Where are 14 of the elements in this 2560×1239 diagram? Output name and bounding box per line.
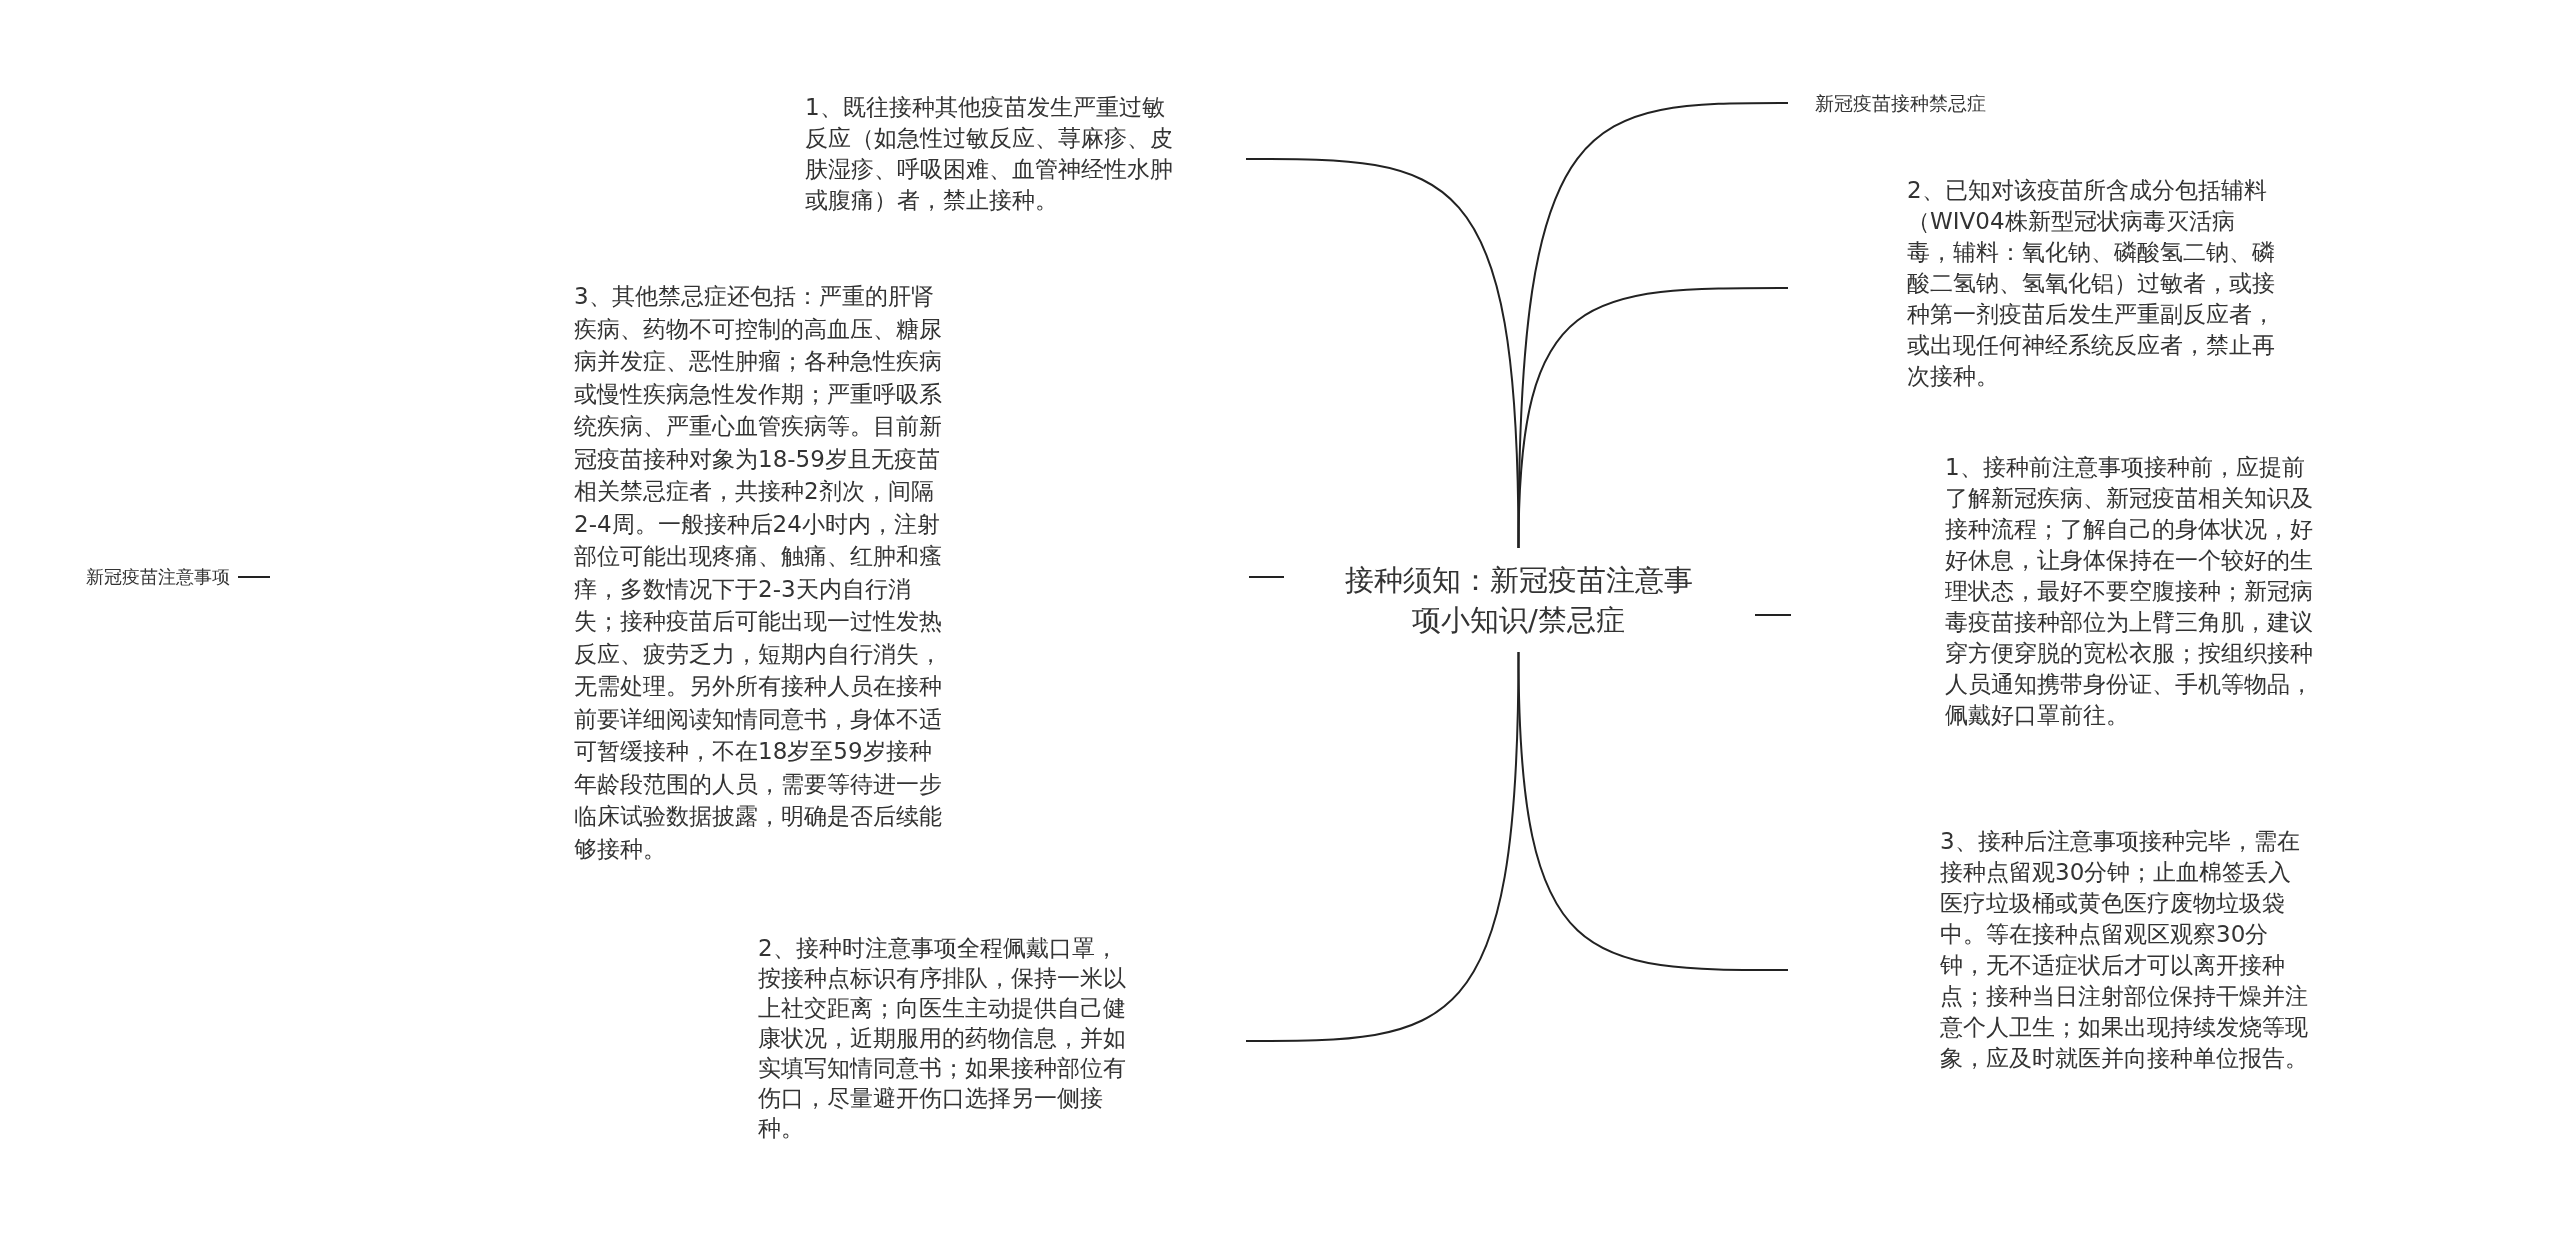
connector-curve — [1517, 102, 1789, 549]
topic-text: 2、接种时注意事项全程佩戴口罩，按接种点标识有序排队，保持一米以上社交距离；向医生主动提供自己健康状况，近期服用的药物信息，并如实填写知情同意书；如果接种部位有伤口，尽量避开伤口选择另一侧接种。 — [758, 934, 1127, 1143]
central-topic: 接种须知：新冠疫苗注意事项小知识/禁忌症 — [1343, 562, 1694, 639]
topic-text: 2、已知对该疫苗所含成分包括辅料（WIV04株新型冠状病毒灭活病毒，辅料：氧化钠、磷酸氢二钠、磷酸二氢钠、氢氧化铝）过敏者，或接种第一剂疫苗后发生严重副反应者，或出现任何神经系统反应者，禁止再次接种。 — [1907, 176, 2275, 391]
connector-curve — [1245, 651, 1520, 1042]
topic-text: 3、接种后注意事项接种完毕，需在接种点留观30分钟；止血棉签丢入医疗垃圾桶或黄色医疗废物垃圾袋中。等在接种点留观区观察30分钟，无不适症状后才可以离开接种点；接种当日注射部位保持干燥并注意个人卫生；如果出现持续发烧等现象，应及时就医并向接种单位报告。 — [1940, 827, 2308, 1073]
topic-text: 1、接种前注意事项接种前，应提前了解新冠疾病、新冠疫苗相关知识及接种流程；了解自己的身体状况，好好休息，让身体保持在一个较好的生理状态，最好不要空腹接种；新冠病毒疫苗接种部位为上臂三角肌，建议穿方便穿脱的宽松衣服；按组织接种人员通知携带身份证、手机等物品，佩戴好口罩前往。 — [1945, 453, 2313, 730]
connector-curve — [1517, 651, 1789, 971]
branch-topic: 新冠疫苗注意事项 — [86, 565, 231, 589]
connector-stub — [237, 576, 271, 578]
branch-topic: 新冠疫苗接种禁忌症 — [1815, 91, 1987, 116]
connector-curve — [1517, 287, 1789, 549]
topic-text: 1、既往接种其他疫苗发生严重过敏反应（如急性过敏反应、荨麻疹、皮肤湿疹、呼吸困难、血管神经性水肿或腹痛）者，禁止接种。 — [805, 93, 1173, 215]
topic-text: 3、其他禁忌症还包括：严重的肝肾疾病、药物不可控制的高血压、糖尿病并发症、恶性肿瘤；各种急性疾病或慢性疾病急性发作期；严重呼吸系统疾病、严重心血管疾病等。目前新冠疫苗接种对象为18-59岁且无疫苗相关禁忌症者，共接种2剂次，间隔2-4周。一般接种后24小时内，注射部位可能出现疼痛、触痛、红肿和瘙痒，多数情况下于2-3天内自行消失；接种疫苗后可能出现一过性发热反应、疲劳乏力，短期内自行消失，无需处理。另外所有接种人员在接种前要详细阅读知情同意书，身体不适可暂缓接种，不在18岁至59岁接种年龄段范围的人员，需要等待进一步临床试验数据披露，明确是否后续能够接种。 — [574, 282, 943, 864]
